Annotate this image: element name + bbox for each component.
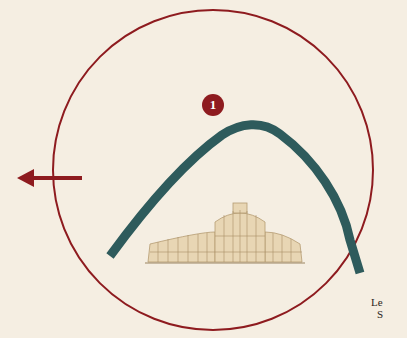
greenhouse-drawing bbox=[145, 203, 305, 263]
callout-badge bbox=[202, 94, 224, 116]
cropped-text: Le bbox=[371, 296, 383, 308]
route-line bbox=[110, 125, 360, 273]
frame-circle bbox=[53, 10, 373, 330]
cropped-text: S bbox=[377, 308, 383, 320]
exit-arrow bbox=[17, 169, 82, 187]
callout-number: 1 bbox=[202, 94, 224, 116]
